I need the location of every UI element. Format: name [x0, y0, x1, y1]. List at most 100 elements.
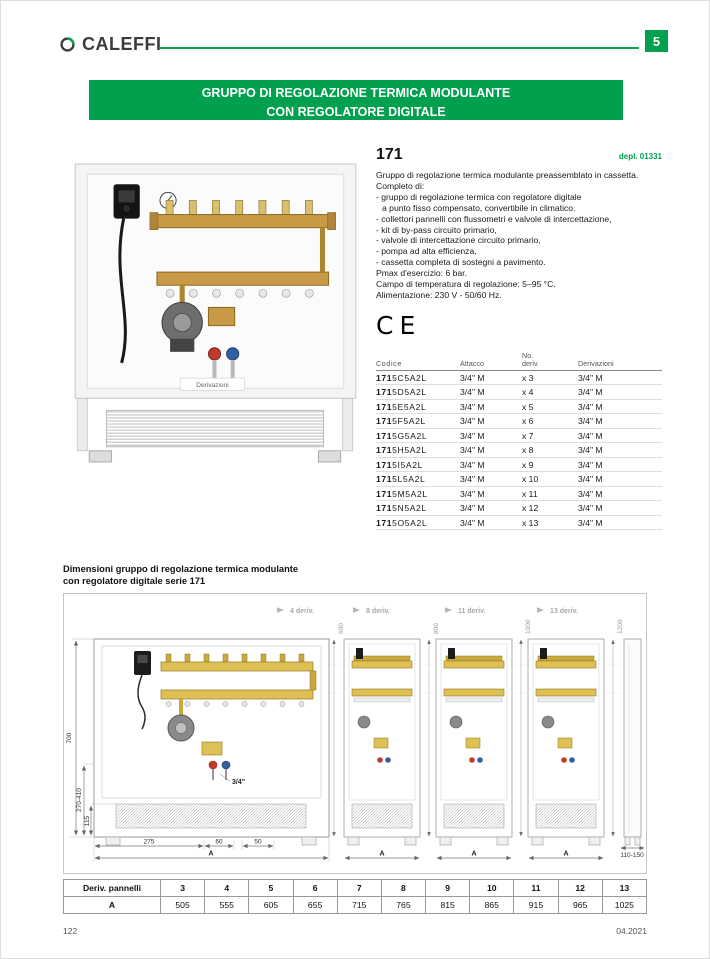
red-valve: [207, 347, 222, 361]
header-derivazioni: Derivazioni: [578, 351, 662, 371]
deriv-value: 7: [336, 879, 382, 897]
a-value: 815: [425, 896, 471, 914]
dimension-drawing-svg: 4 deriv. 8 deriv. 11 deriv. 13 deriv.: [66, 607, 645, 862]
height-label-1200: 1200: [617, 619, 624, 634]
a-value: 915: [513, 896, 559, 914]
feature-line: - kit di by-pass circuito primario,: [376, 224, 497, 235]
deriv-value: 6: [292, 879, 338, 897]
a-value: 865: [469, 896, 515, 914]
caleffi-logo: CALEFFI: [59, 34, 162, 55]
spec-line: Pmax d'esercizio: 6 bar.: [376, 268, 467, 279]
section-number-tab: 5: [645, 30, 668, 52]
dim-115-label: 115: [84, 815, 91, 826]
dim-connection-label: 3/4": [232, 779, 245, 786]
cabinet-8-deriv: A: [343, 638, 421, 861]
dims-row2-label: A: [63, 896, 161, 914]
feature-line: a punto fisso compensato, convertibile i…: [382, 202, 576, 213]
spec-line: Alimentazione: 230 V - 50/60 Hz.: [376, 289, 502, 300]
a-value: 555: [204, 896, 250, 914]
header-rule: [159, 47, 639, 49]
cable: [118, 218, 127, 364]
foot-left: [88, 450, 113, 463]
feature-line: - valvole di intercettazione circuito pr…: [376, 235, 541, 246]
height-label-600: 600: [338, 623, 345, 634]
ventilation-grille: [105, 409, 325, 448]
dim-270-410-label: 270-410: [76, 788, 83, 812]
cabinet-side-view: 110-150: [620, 638, 645, 859]
description-completo: Completo di:: [376, 180, 425, 191]
a-value: 765: [380, 896, 427, 914]
deriv-value: 11: [513, 879, 559, 897]
product-code: 171: [376, 146, 403, 163]
height-label-800: 800: [433, 623, 440, 634]
dim-700-label: 700: [66, 732, 73, 743]
caleffi-logo-icon: [60, 37, 75, 52]
header-no-deriv: No. deriv.: [522, 351, 578, 371]
derivation-labels: 4 deriv. 8 deriv. 11 deriv. 13 deriv.: [277, 607, 578, 615]
spec-line: Campo di temperatura di regolazione: 5–9…: [376, 279, 556, 290]
feature-line: - cassetta completa di sostegni a pavime…: [376, 257, 546, 268]
dim-A-label: A: [208, 851, 213, 858]
left-dimensions: 700 270-410 115: [66, 638, 116, 838]
height-dimensions: 600 800 1000 1200: [332, 619, 624, 837]
page-number: 122: [63, 926, 78, 936]
deriv-label-11: 11 deriv.: [458, 608, 486, 615]
deriv-value: 10: [469, 879, 515, 897]
deriv-value: 8: [380, 879, 427, 897]
foot-right: [317, 450, 342, 463]
product-photo-drawing: Derivazioni: [74, 163, 357, 463]
bottom-dimensions: 275 60 50 A: [93, 838, 330, 862]
logo-text: CALEFFI: [82, 34, 162, 54]
mixing-unit: [207, 306, 236, 327]
dim-110-150-label: 110-150: [620, 852, 644, 859]
header-attacco: Attacco: [460, 351, 522, 371]
deriv-value: 4: [204, 879, 250, 897]
a-value: 505: [159, 896, 206, 914]
photo-derivazioni-label: Derivazioni: [196, 382, 229, 389]
deriv-value: 5: [248, 879, 294, 897]
a-value: 965: [557, 896, 603, 914]
codes-header-row: Codice Attacco No. deriv. Derivazioni: [376, 351, 662, 371]
product-photo: Derivazioni: [61, 156, 369, 474]
return-manifold: [156, 271, 330, 286]
cabinet-13-deriv: A: [527, 638, 605, 861]
feature-line: - gruppo di regolazione termica con rego…: [376, 191, 582, 202]
a-value: 715: [336, 896, 382, 914]
a-value: 1025: [601, 896, 648, 914]
deriv-label-4: 4 deriv.: [290, 608, 314, 615]
product-info: 171 depl. 01331 Gruppo di regolazione te…: [376, 146, 662, 531]
supply-manifold: [156, 214, 330, 229]
title-line-2: CON REGOLATORE DIGITALE: [266, 104, 446, 119]
flowmeters: [165, 200, 313, 215]
dim-60-label: 60: [215, 839, 223, 846]
a-value: 605: [248, 896, 294, 914]
valve-caps: [165, 288, 314, 298]
description-intro: Gruppo di regolazione termica modulante …: [376, 170, 639, 180]
table-row: Deriv. pannelli 3 4 5 6 7 8 9 10 11 12 1…: [63, 879, 648, 897]
codes-table: Codice Attacco No. deriv. Derivazioni 17…: [376, 351, 662, 531]
product-description: Gruppo di regolazione termica modulante …: [376, 170, 662, 301]
dimensions-heading: Dimensioni gruppo di regolazione termica…: [63, 564, 299, 587]
deriv-value: 13: [601, 879, 648, 897]
ce-mark: CE: [376, 310, 422, 340]
deriv-label-13: 13 deriv.: [550, 608, 578, 615]
deriv-value: 3: [159, 879, 206, 897]
title-line-1: GRUPPO DI REGOLAZIONE TERMICA MODULANTE: [201, 86, 511, 100]
cabinet-4-deriv: 3/4": [93, 638, 330, 846]
feature-line: - pompa ad alta efficienza,: [376, 246, 477, 257]
deriv-value: 12: [557, 879, 603, 897]
deriv-label-8: 8 deriv.: [366, 608, 390, 615]
dimension-drawing: 4 deriv. 8 deriv. 11 deriv. 13 deriv.: [63, 593, 647, 874]
